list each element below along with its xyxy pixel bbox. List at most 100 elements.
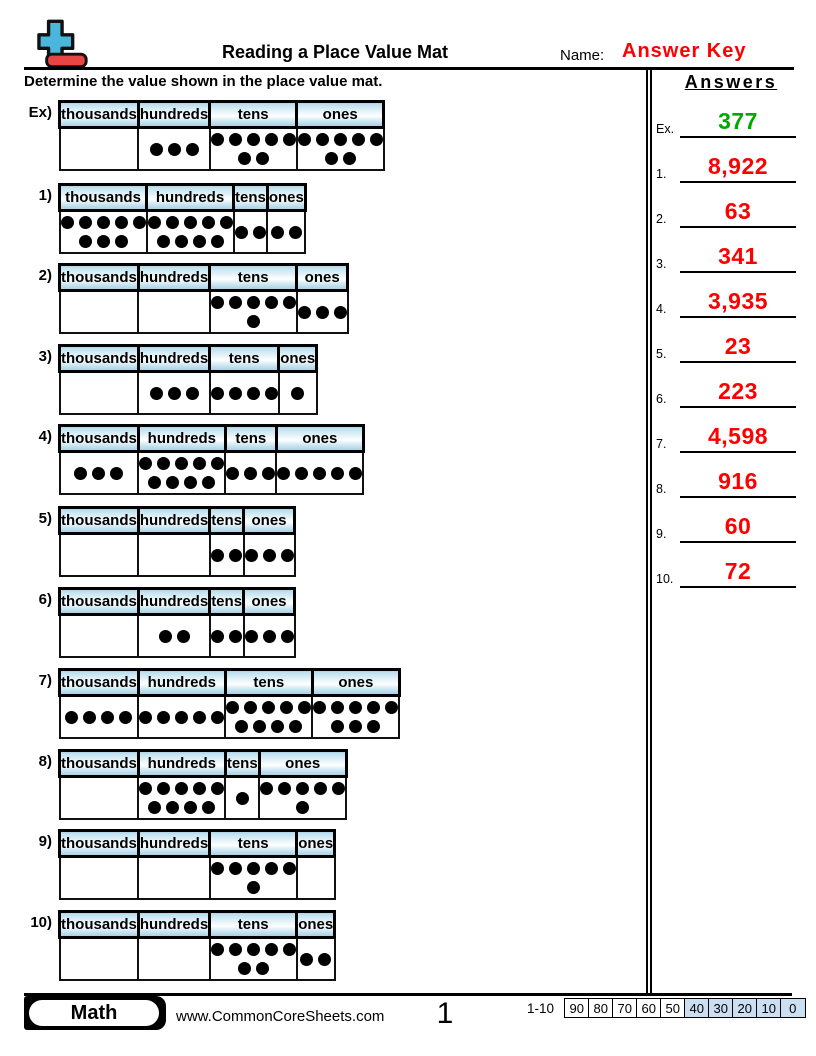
counter-dot-icon (255, 152, 269, 165)
answer-underline (680, 496, 796, 498)
counter-dot-icon (202, 476, 216, 489)
answer-label: 6. (656, 392, 667, 406)
mat-dots-row (58, 209, 307, 254)
grade-cell-0: 0 (780, 998, 806, 1018)
dot-group (297, 292, 347, 332)
grade-cell-40: 40 (684, 998, 710, 1018)
dot-cell-ones (295, 126, 385, 171)
place-header-hundreds: hundreds (136, 829, 212, 858)
answer-row-1: 1.8,922 (652, 149, 796, 183)
dot-group (61, 453, 138, 493)
place-header-tens: tens (223, 749, 261, 778)
problem-label: 5) (38, 510, 52, 527)
dot-row (156, 235, 224, 248)
dot-row (149, 386, 199, 400)
place-header-ones: ones (295, 910, 337, 939)
dot-cell-tens (208, 613, 245, 658)
counter-dot-icon (385, 701, 399, 714)
counter-dot-icon (367, 701, 381, 714)
problem-label: 6) (38, 591, 52, 608)
answer-row-3: 3.341 (652, 239, 796, 273)
answer-underline (680, 586, 796, 588)
counter-dot-icon (158, 629, 172, 643)
dot-cell-ones (275, 450, 365, 495)
dot-cell-thousands (58, 855, 140, 900)
dot-cell-tens (208, 370, 280, 415)
dot-cell-tens (208, 855, 298, 900)
counter-dot-icon (262, 701, 276, 714)
counter-dot-icon (211, 629, 225, 643)
footer-rule (24, 993, 792, 996)
counter-dot-icon (167, 142, 181, 156)
dot-row (300, 952, 332, 966)
counter-dot-icon (313, 701, 327, 714)
place-header-hundreds: hundreds (136, 587, 212, 616)
problem-label: 9) (38, 833, 52, 850)
counter-dot-icon (237, 962, 251, 975)
counter-dot-icon (297, 305, 311, 319)
dot-row (149, 142, 199, 156)
dot-row (210, 862, 296, 875)
counter-dot-icon (78, 216, 92, 229)
place-header-thousands: thousands (58, 506, 140, 535)
answer-row-8: 8.916 (652, 464, 796, 498)
counter-dot-icon (244, 701, 258, 714)
dot-cell-ones (295, 855, 336, 900)
place-header-hundreds: hundreds (136, 506, 212, 535)
counter-dot-icon (202, 801, 216, 814)
counter-dot-icon (255, 962, 269, 975)
dot-cell-thousands (58, 694, 140, 739)
counter-dot-icon (60, 216, 74, 229)
dot-row (235, 720, 303, 733)
dot-group (147, 212, 233, 252)
counter-dot-icon (166, 801, 180, 814)
problem-label: 10) (30, 914, 52, 931)
counter-dot-icon (253, 720, 267, 733)
counter-dot-icon (228, 862, 242, 875)
counter-dot-icon (149, 386, 163, 400)
grade-cell-30: 30 (708, 998, 734, 1018)
place-header-thousands: thousands (58, 829, 140, 858)
counter-dot-icon (167, 386, 181, 400)
counter-dot-icon (332, 782, 346, 795)
dot-row (226, 466, 276, 480)
dot-row (246, 315, 260, 328)
place-header-tens: tens (208, 506, 246, 535)
answer-label: 4. (656, 302, 667, 316)
counter-dot-icon (282, 296, 296, 309)
problem-label: 3) (38, 348, 52, 365)
answer-row-ex: Ex.377 (652, 104, 796, 138)
problem-label: Ex) (28, 104, 52, 121)
counter-dot-icon (211, 782, 225, 795)
counter-dot-icon (277, 466, 291, 480)
dot-row (147, 216, 233, 229)
dot-row (296, 801, 310, 814)
counter-dot-icon (211, 548, 225, 562)
dot-cell-thousands (58, 370, 140, 415)
dot-cell-ones (242, 532, 296, 577)
answer-value: 63 (724, 198, 752, 224)
counter-dot-icon (315, 133, 329, 146)
counter-dot-icon (234, 225, 248, 239)
dot-group (211, 535, 243, 575)
problem-label: 2) (38, 267, 52, 284)
counter-dot-icon (264, 943, 278, 956)
dot-cell-hundreds (137, 126, 211, 171)
grade-cell-20: 20 (732, 998, 758, 1018)
dot-row (324, 152, 356, 165)
dot-row (78, 235, 128, 248)
counter-dot-icon (193, 710, 207, 724)
dot-row (74, 466, 124, 480)
place-header-thousands: thousands (58, 183, 148, 212)
counter-dot-icon (139, 457, 153, 470)
counter-dot-icon (165, 216, 179, 229)
dot-group (139, 373, 208, 413)
